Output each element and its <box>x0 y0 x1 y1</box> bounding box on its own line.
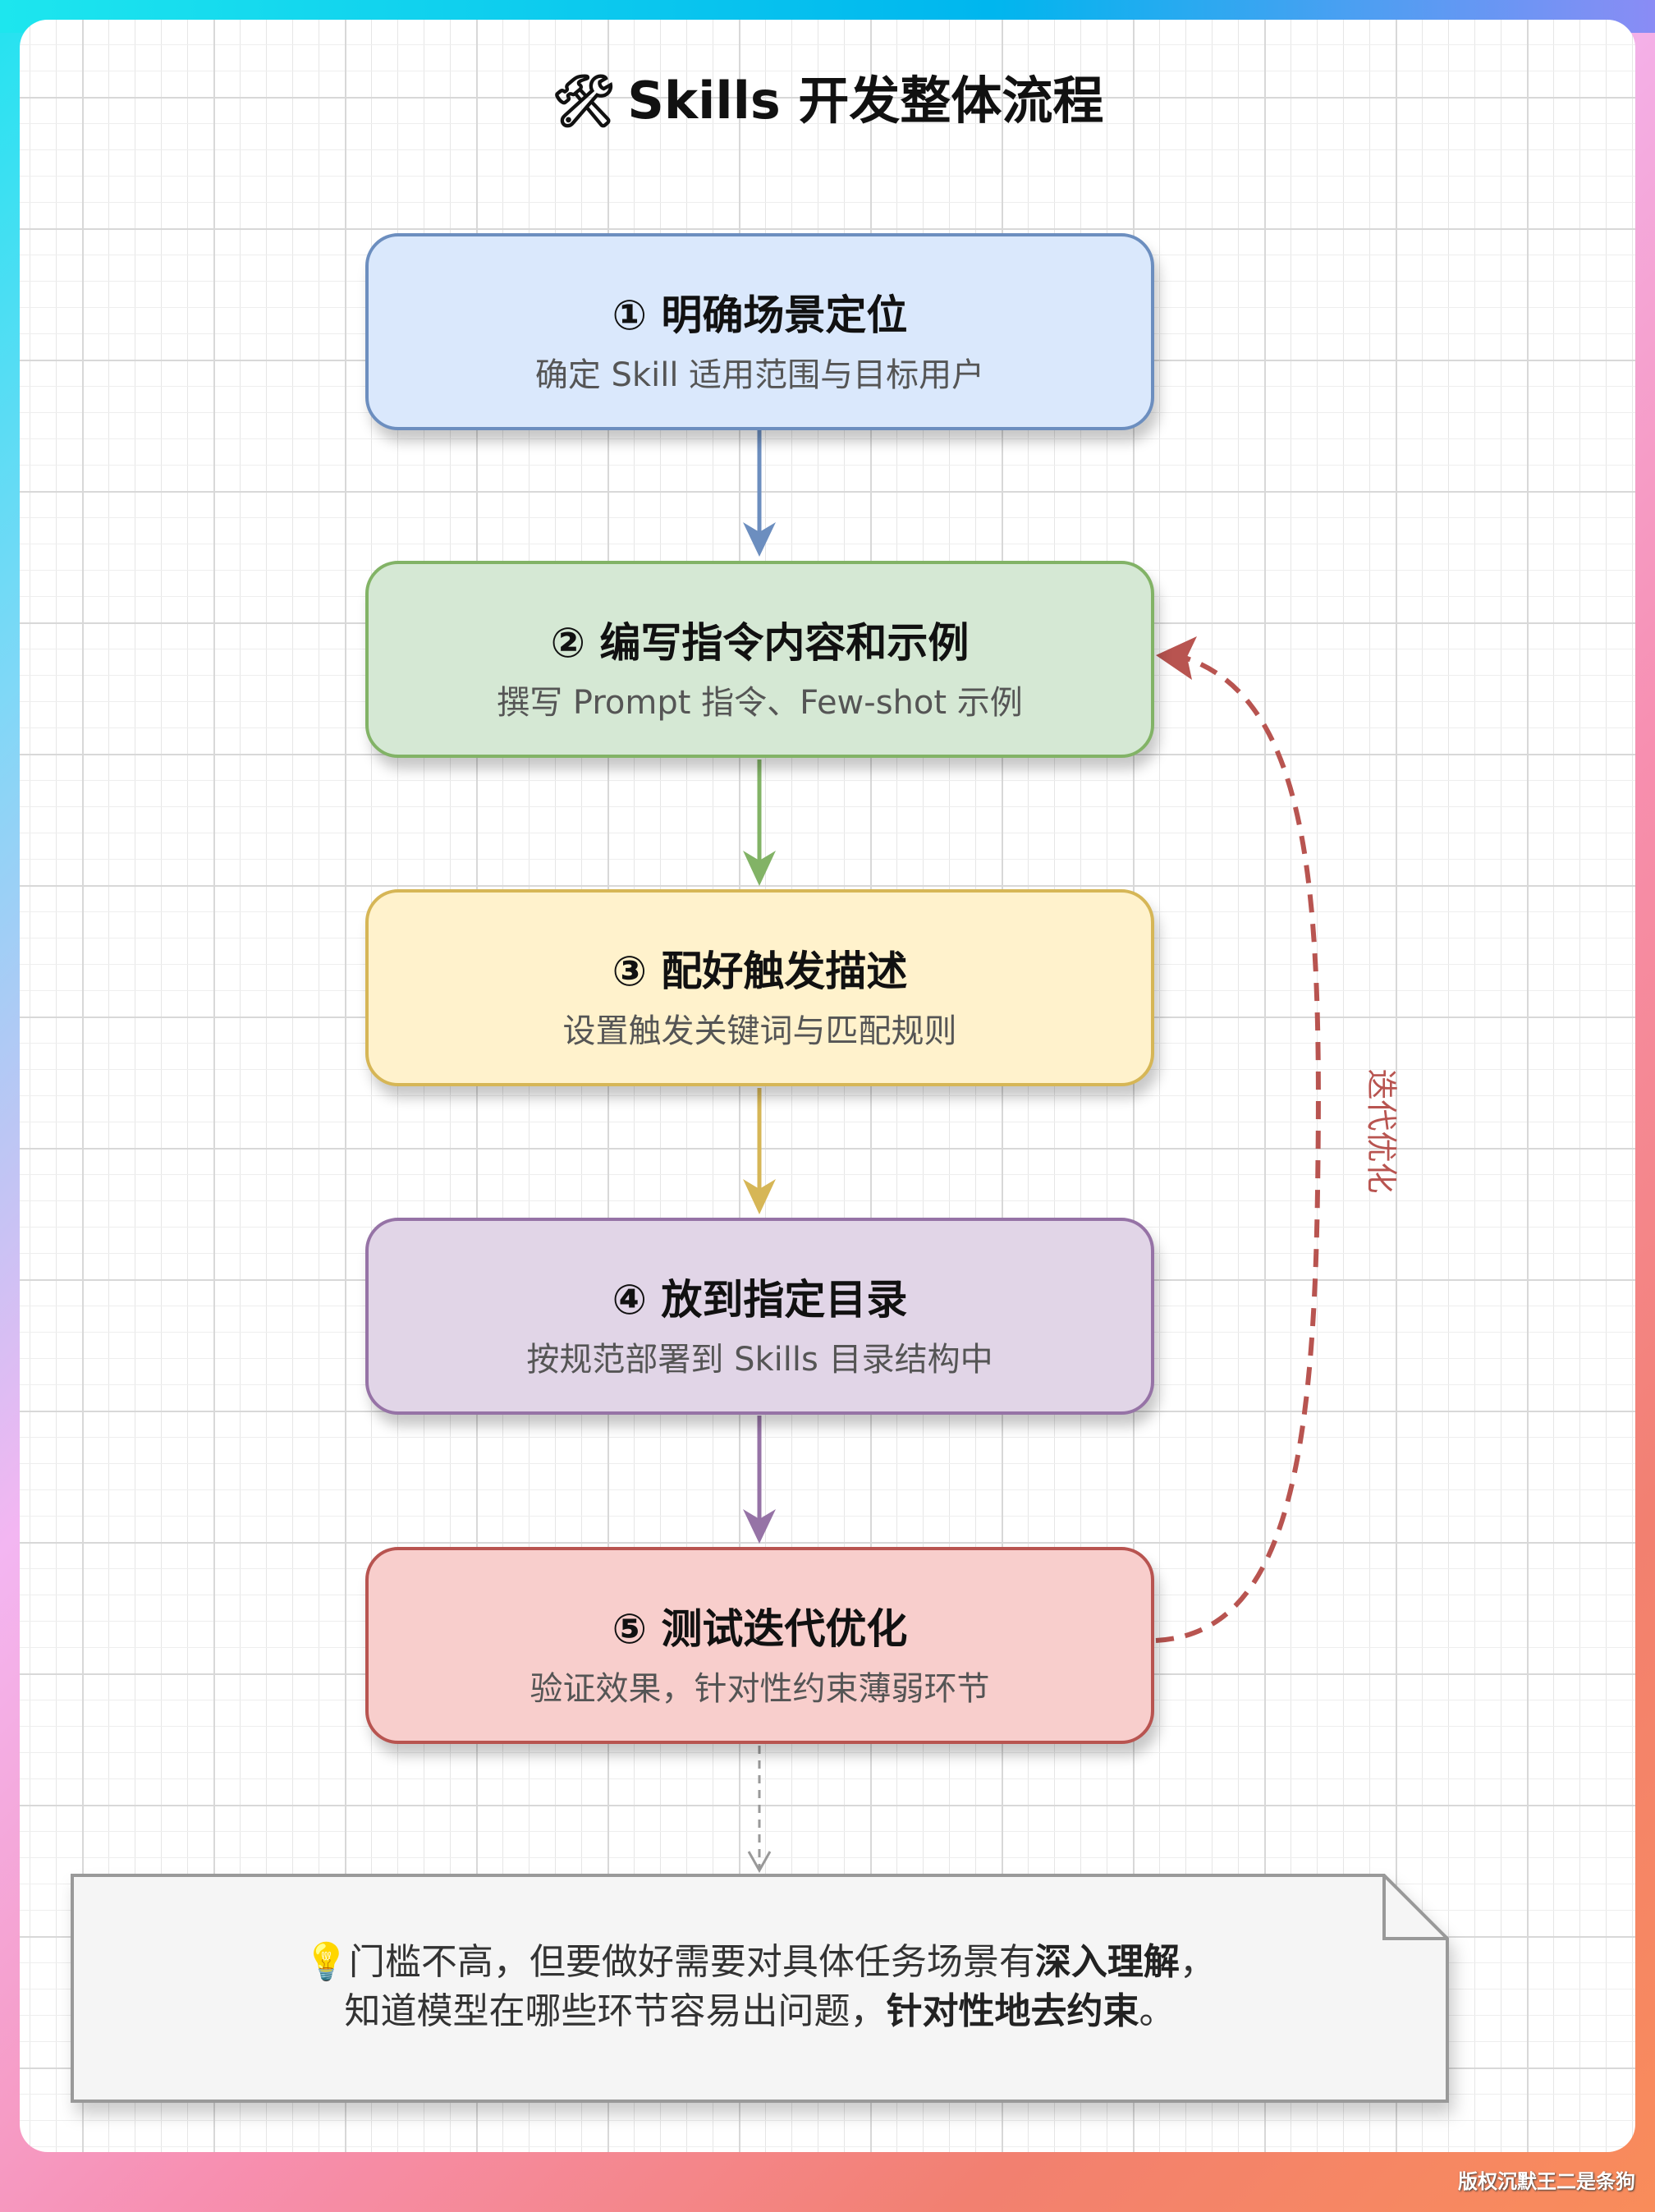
page-title: 🛠Skills 开发整体流程 <box>0 59 1655 133</box>
step-desc: 按规范部署到 Skills 目录结构中 <box>526 1341 993 1379</box>
note-punct: 。 <box>1139 1990 1176 2032</box>
arrow-3-4 <box>743 1088 776 1214</box>
title-text: Skills 开发整体流程 <box>627 71 1104 131</box>
arrow-2-3 <box>743 760 776 886</box>
tools-icon: 🛠 <box>551 71 617 131</box>
step-desc: 确定 Skill 适用范围与目标用户 <box>534 356 985 394</box>
note-text: 💡门槛不高，但要做好需要对具体任务场景有深入理解， 知道模型在哪些环节容易出问题… <box>71 1938 1449 2036</box>
note-emphasis: 针对性地去约束 <box>886 1990 1139 2032</box>
step-title: ⑤ 测试迭代优化 <box>612 1605 908 1653</box>
step-5-box[interactable]: ⑤ 测试迭代优化验证效果，针对性约束薄弱环节 <box>365 1547 1154 1744</box>
step-2-box[interactable]: ② 编写指令内容和示例撰写 Prompt 指令、Few-shot 示例 <box>365 561 1154 758</box>
step-desc: 设置触发关键词与匹配规则 <box>562 1012 957 1050</box>
step-4-box[interactable]: ④ 放到指定目录按规范部署到 Skills 目录结构中 <box>365 1218 1154 1415</box>
step-title: ③ 配好触发描述 <box>612 948 908 995</box>
note-line1: 门槛不高，但要做好需要对具体任务场景有 <box>348 1941 1035 1983</box>
lightbulb-icon: 💡 <box>304 1941 349 1983</box>
step-title: ① 明确场景定位 <box>612 291 908 339</box>
step-title: ④ 放到指定目录 <box>612 1276 908 1324</box>
watermark: 版权沉默王二是条狗 <box>1458 2170 1635 2193</box>
note-shape <box>71 1874 1449 2103</box>
loop-label: 迭代优化 <box>1363 1068 1400 1194</box>
arrow-5-note <box>747 1746 772 1874</box>
step-3-box[interactable]: ③ 配好触发描述设置触发关键词与匹配规则 <box>365 889 1154 1086</box>
note-emphasis: 深入理解 <box>1034 1941 1180 1983</box>
step-desc: 验证效果，针对性约束薄弱环节 <box>530 1670 990 1708</box>
note-line2: 知道模型在哪些环节容易出问题， <box>344 1990 887 2032</box>
step-1-box[interactable]: ① 明确场景定位确定 Skill 适用范围与目标用户 <box>365 233 1154 430</box>
iteration-loop-arrow <box>1155 636 1321 1643</box>
step-desc: 撰写 Prompt 指令、Few-shot 示例 <box>497 684 1023 722</box>
step-title: ② 编写指令内容和示例 <box>550 619 970 667</box>
note-punct: ， <box>1179 1941 1216 1983</box>
arrow-1-2 <box>743 430 776 557</box>
arrow-4-5 <box>743 1416 776 1544</box>
